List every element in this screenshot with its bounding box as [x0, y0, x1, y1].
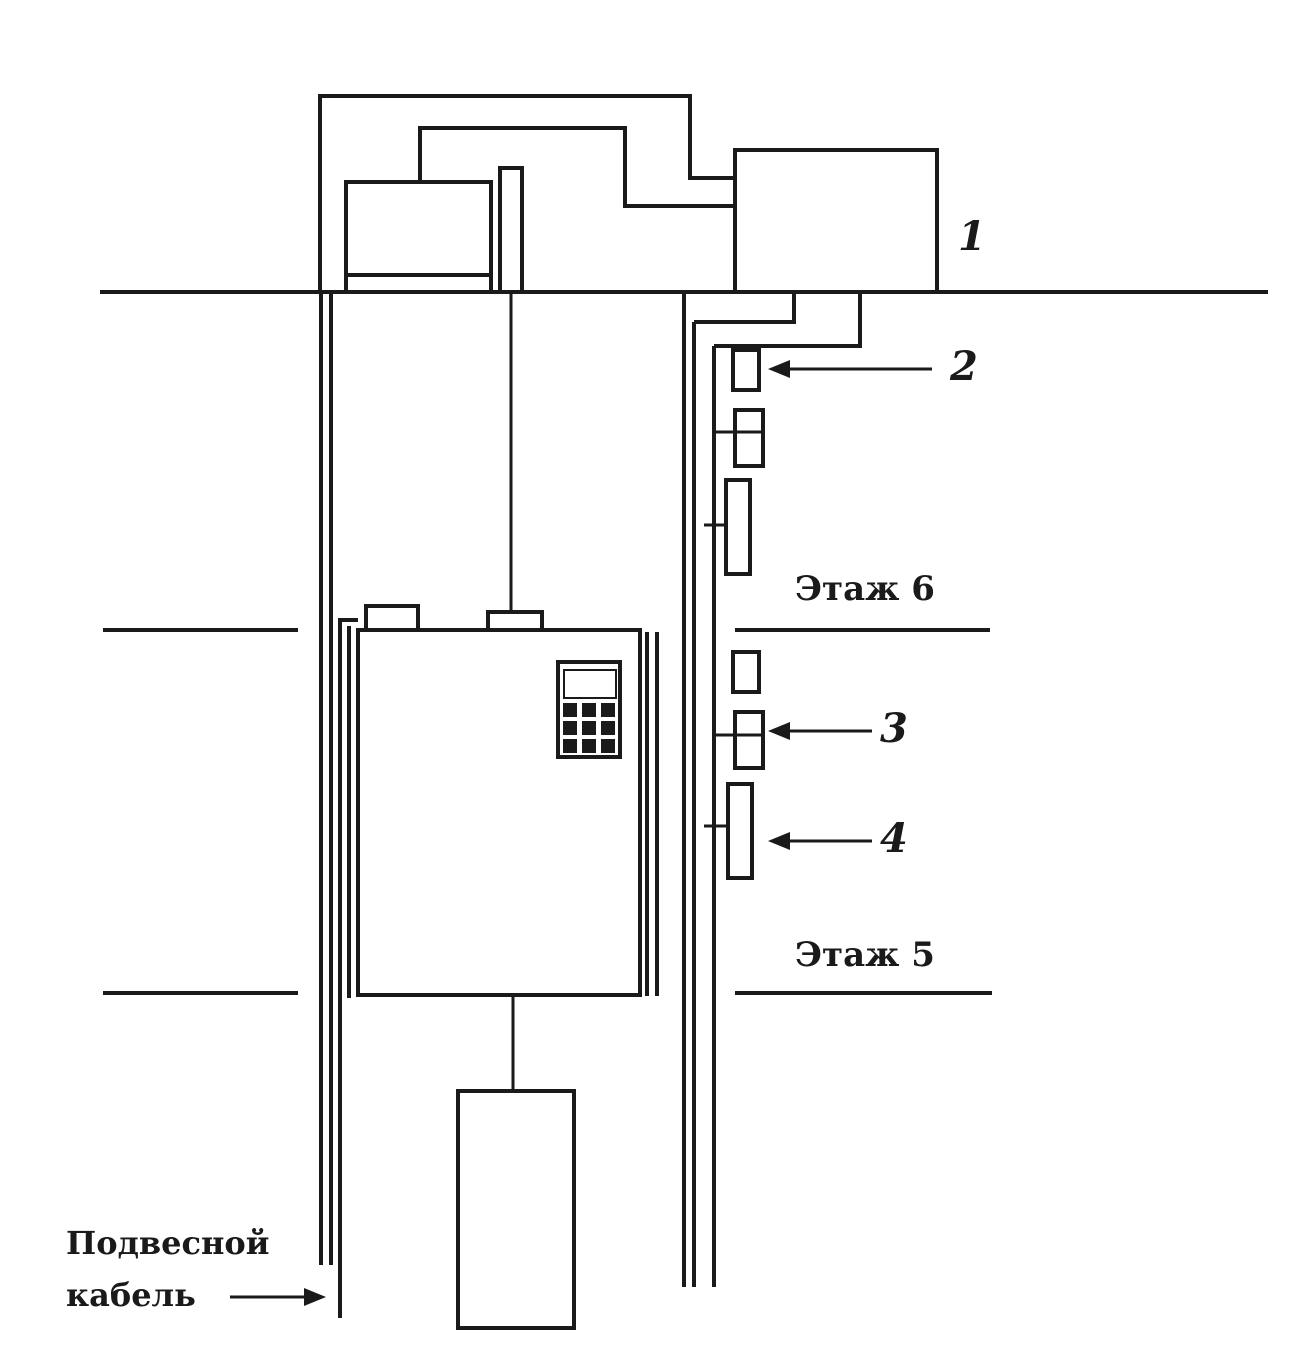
shutter-plate-upper [724, 478, 752, 576]
floor-5-label: Этаж 5 [795, 935, 935, 975]
label-4: 4 [880, 815, 908, 862]
label-3: 3 [880, 705, 908, 752]
counterweight [456, 1089, 576, 1330]
switch-block-upper [714, 408, 765, 468]
cable-label-line1: Подвесной [66, 1224, 269, 1262]
arrow-3-icon [768, 722, 872, 740]
floor-6-label: Этаж 6 [795, 569, 935, 609]
traction-sheave [498, 166, 524, 294]
elevator-car [356, 628, 642, 997]
top-cable-run [318, 94, 735, 292]
control-cabinet [733, 148, 939, 294]
cable-label-line2: кабель [66, 1276, 196, 1314]
sensor-2 [731, 348, 761, 392]
right-rail-top-bend-inner [714, 292, 862, 348]
cable-arrow-icon [230, 1288, 326, 1306]
traveling-cable [338, 618, 358, 1318]
shutter-plate-4 [726, 782, 754, 880]
switch-block-3 [714, 710, 765, 770]
label-2: 2 [949, 343, 978, 390]
car-top-box-center [486, 610, 544, 632]
sensor-lower [731, 650, 761, 694]
car-top-box-left [364, 604, 420, 632]
inner-cable-run [418, 126, 735, 208]
right-rail-top-bend [694, 292, 796, 324]
label-1: 1 [958, 213, 986, 260]
arrow-4-icon [768, 832, 872, 850]
arrow-2-icon [768, 360, 932, 378]
car-keypad [556, 660, 622, 759]
winch-unit [344, 180, 493, 277]
